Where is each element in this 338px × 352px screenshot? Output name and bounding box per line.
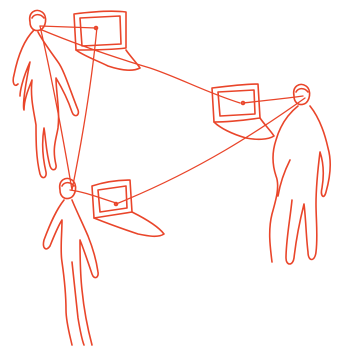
person-body	[43, 200, 98, 345]
head-icon	[30, 10, 46, 30]
head-icon	[60, 178, 76, 198]
person-bottom	[43, 178, 98, 345]
head-icon	[294, 84, 310, 104]
laptop-keyboard	[76, 50, 140, 70]
person-top-left	[13, 10, 78, 177]
person-body	[270, 106, 330, 264]
person-right	[270, 84, 330, 264]
laptop-right	[212, 84, 274, 139]
link-toplaptop-to-bottomperson	[72, 27, 97, 190]
link-rightperson-to-bottomlaptop	[116, 98, 305, 204]
link-topleft-to-toplaptop	[40, 26, 96, 28]
